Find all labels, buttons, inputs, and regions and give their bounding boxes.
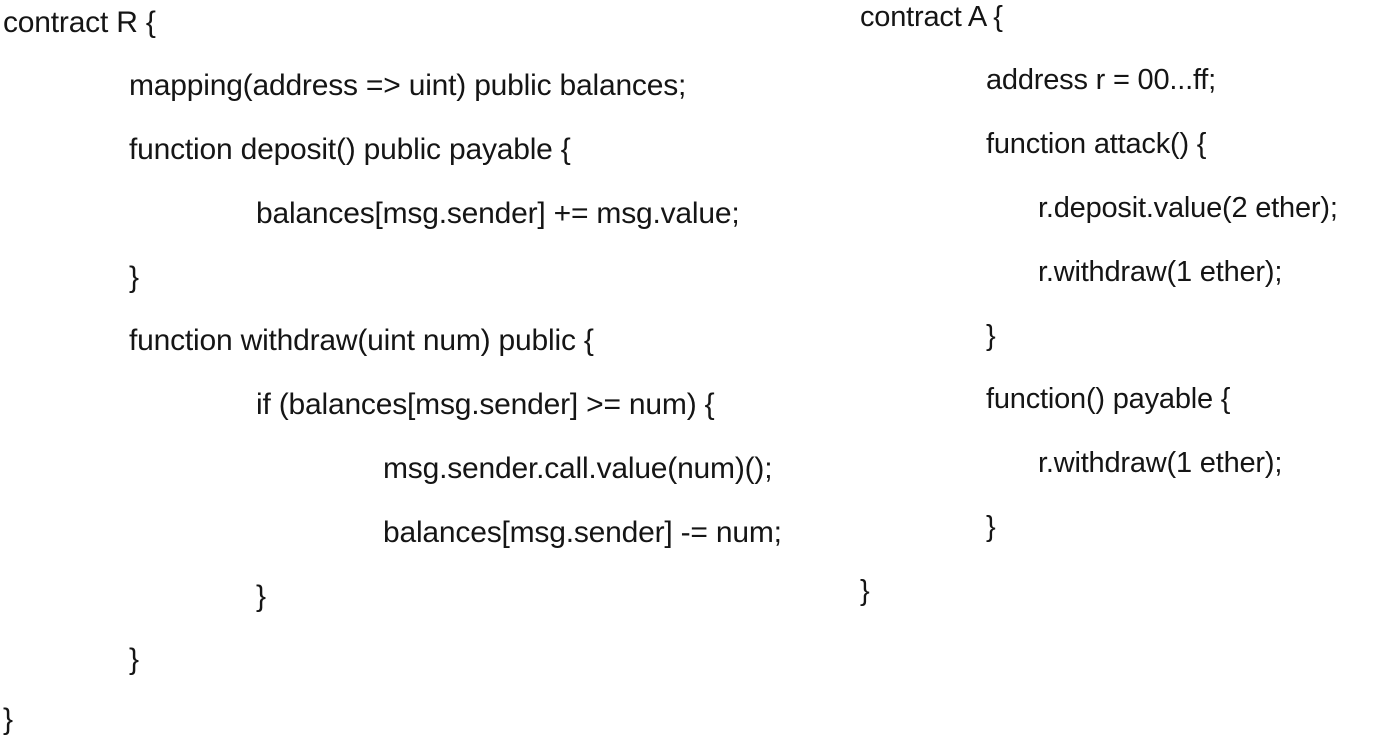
code-line: r.withdraw(1 ether);	[1038, 256, 1283, 288]
code-line: mapping(address => uint) public balances…	[129, 69, 687, 102]
code-line: }	[129, 643, 139, 676]
code-line: balances[msg.sender] += msg.value;	[256, 197, 740, 230]
code-block-contract-a: contract A { address r = 00...ff; function…	[860, 0, 1400, 744]
code-line: }	[256, 580, 266, 613]
code-line: address r = 00...ff;	[986, 64, 1217, 96]
code-line: r.withdraw(1 ether);	[1038, 447, 1283, 479]
code-line: function deposit() public payable {	[129, 133, 571, 166]
code-line: contract A {	[860, 1, 1003, 33]
code-line: balances[msg.sender] -= num;	[383, 516, 782, 549]
code-line: r.deposit.value(2 ether);	[1038, 192, 1338, 224]
code-line: msg.sender.call.value(num)();	[383, 452, 773, 485]
code-line: if (balances[msg.sender] >= num) {	[256, 388, 715, 421]
code-block-contract-r: contract R { mapping(address => uint) pub…	[3, 6, 782, 736]
code-line: }	[860, 575, 870, 607]
code-line: function() payable {	[986, 383, 1231, 415]
code-line: }	[129, 261, 139, 294]
code-line: }	[3, 703, 13, 736]
code-line: function attack() {	[986, 128, 1207, 160]
code-line: function withdraw(uint num) public {	[129, 324, 594, 357]
code-line: }	[986, 511, 996, 543]
code-line: }	[986, 320, 996, 352]
code-line: contract R {	[3, 6, 156, 39]
